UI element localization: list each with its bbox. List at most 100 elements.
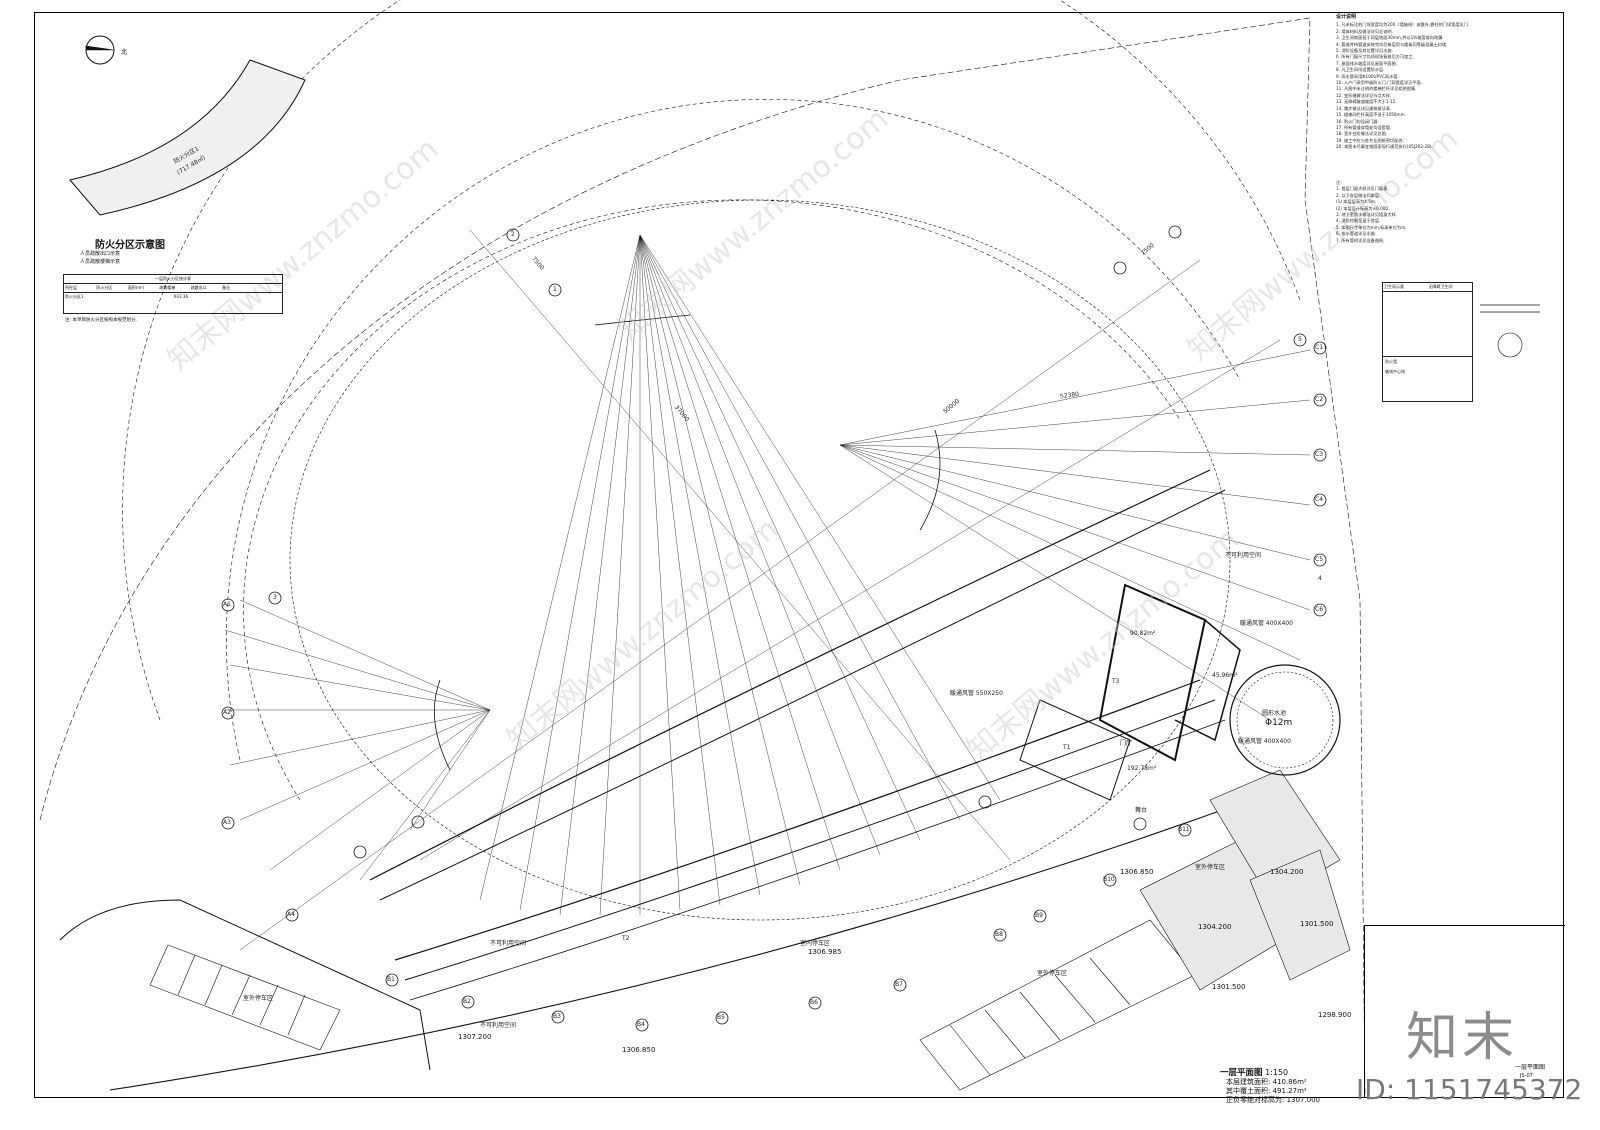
axis-label: C6	[1315, 606, 1324, 613]
note-line: 4. 管道井待管道安装完毕后每层用与楼板同等级混凝土封堵.	[1336, 41, 1448, 47]
axis-label: A2	[223, 709, 231, 716]
note-line: 7. 所有管材详见设备图纸.	[1336, 237, 1385, 243]
note-line: 9. 雨水管采用Φ100UPVC雨水管.	[1336, 73, 1399, 79]
parking-label: 室外停车区	[243, 995, 274, 1002]
room-area: 45.96m²	[1212, 672, 1238, 679]
note-line: 13. 无障碍坡道坡度不大于1:12.	[1336, 99, 1397, 105]
duct-label: 暖通风管 550X250	[950, 690, 1003, 697]
room-tag: T3	[1112, 678, 1120, 685]
note-line: 15. 楼梯间栏杆高度不低于1050mm.	[1336, 112, 1407, 118]
fire-zone-title: 防火分区示意图	[95, 240, 165, 251]
note-line: 17. 所有管道穿墙处均设套管.	[1336, 124, 1392, 130]
indoor-parking-label: 室内停车区	[800, 940, 831, 947]
fire-table-col: 疏散出口	[190, 285, 207, 290]
unusable-space-label: 不可利用空间	[490, 940, 527, 947]
legend-row: 防火墙	[1385, 359, 1397, 364]
axis-label: B2	[463, 998, 471, 1005]
elevation-mark: 1306.850	[622, 1046, 656, 1054]
axis-label: 5	[1298, 336, 1302, 343]
room-tag: T1	[1063, 744, 1071, 751]
fire-table-cell: 防火分区1	[65, 294, 84, 299]
legend-table: 卫生间示意 无障碍卫生间 防火墙 轴线中心线	[1382, 282, 1473, 402]
axis-label: B11	[1178, 826, 1190, 833]
axis-label: B1	[387, 976, 395, 983]
axis-label: B3	[553, 1013, 561, 1020]
hall-label: 门厅	[1120, 740, 1133, 747]
area-line: 正负零绝对标高为: 1307.000	[1226, 1096, 1320, 1104]
elevation-mark: 1301.500	[1300, 920, 1334, 928]
id-watermark: ID: 1151745372	[1356, 1073, 1583, 1106]
note-line: (1) 本层层高为4.5m.	[1336, 199, 1377, 205]
room-tag: T2	[622, 935, 630, 942]
brand-watermark: 知末	[1406, 1008, 1519, 1068]
fire-table-cell: 933.36	[174, 294, 188, 299]
axis-label: B8	[995, 931, 1003, 938]
elevation-mark: 1304.200	[1198, 923, 1232, 931]
note-line: 6. 排水管道详见水施.	[1336, 231, 1377, 237]
room-area: 192.78m²	[1127, 765, 1157, 772]
note-line: 1. 首层门窗大样详见门窗表.	[1336, 186, 1389, 192]
axis-label: B5	[717, 1014, 725, 1021]
note-line: (2) 本层设计标高为±0.000.	[1336, 205, 1390, 211]
legend-row: 轴线中心线	[1385, 369, 1405, 374]
note-line: 7. 屋面排水坡度详见屋面平面图.	[1336, 60, 1398, 66]
note-line: 2. 以下各层做法同本层.	[1336, 192, 1381, 198]
duct-label: 暖通风管 400X400	[1240, 620, 1293, 627]
axis-label: 1	[553, 286, 557, 293]
axis-label: A1	[223, 601, 231, 608]
elevation-mark: 1306.985	[808, 948, 842, 956]
unusable-space-label: 不可利用空间	[1225, 552, 1262, 559]
area-summary: 本层建筑面积: 410.86m² 其中覆土面积: 491.27m² 正负零绝对标…	[1226, 1078, 1320, 1105]
plan-title: 一层平面图 1:150	[1220, 1066, 1288, 1078]
fire-table-col: 所在层	[65, 285, 77, 290]
sheet-label: 一层平面图	[1515, 1064, 1546, 1071]
axis-label: B10	[1103, 876, 1115, 883]
fire-legend-stair: 人员疏散楼梯示意	[80, 259, 121, 265]
plan-scale: 1:150	[1265, 1068, 1289, 1077]
note-line: 12. 变形缝做法详见节点大样.	[1336, 92, 1392, 98]
north-label: 北	[121, 49, 128, 56]
note-line: 4. 消防控制室设于首层.	[1336, 218, 1381, 224]
axis-label: B9	[1035, 912, 1043, 919]
axis-label: 4	[1318, 575, 1322, 582]
note-line: 14. 踏步做法详见建筑做法表.	[1336, 105, 1392, 111]
note-line: 20. 本图未尽事宜按国家现行规范执行(05J202-28).	[1336, 144, 1433, 150]
axis-label: B7	[895, 981, 903, 988]
elevation-mark: 1304.200	[1270, 868, 1304, 876]
elevation-mark: 1307.200	[458, 1033, 492, 1041]
axis-label: B6	[810, 999, 818, 1006]
stage-label: 舞台	[1135, 807, 1148, 814]
floor-notes: 注: 1. 首层门窗大样详见门窗表. 2. 以下各层做法同本层. (1) 本层层…	[1336, 180, 1536, 244]
note-line: 19. 施工中应与各专业图纸密切配合.	[1336, 137, 1404, 143]
notes-heading: 设计说明	[1336, 14, 1357, 20]
axis-label: C2	[1315, 396, 1324, 403]
fire-table-col: 防火分区	[96, 285, 113, 290]
fire-table-note: 注: 本项目防火分区按照本规范划分.	[65, 318, 137, 323]
axis-label: C4	[1315, 496, 1324, 503]
note-line: 5. 消防设备及其位置详见水施.	[1336, 48, 1393, 54]
note-line: 6. 所有门窗尺寸均须现场复核后方可加工.	[1336, 54, 1414, 60]
note-line: 10. 入户门采用甲级防火门,门洞宽度详见平面.	[1336, 80, 1423, 86]
note-line: 18. 室外台阶做法详见总图.	[1336, 131, 1388, 137]
note-line: 5. 本图尺寸单位为mm,标高单位为m.	[1336, 224, 1407, 230]
fire-table-col: 备注	[222, 285, 231, 290]
note-line: 2. 墙体材料及做法详见总说明.	[1336, 28, 1393, 34]
fire-table-col: 疏散楼梯	[159, 285, 176, 290]
parking-label: 室外停车区	[1195, 864, 1226, 871]
fire-table-col: 面积(m²)	[127, 285, 145, 290]
fire-table-title: 一层防火分区统计表	[64, 275, 282, 284]
fire-legend-exit: 人员疏散出口示意	[80, 251, 121, 257]
pool-diameter: Φ12m	[1265, 718, 1293, 728]
area-line: 其中覆土面积: 491.27m²	[1226, 1087, 1307, 1095]
axis-label: B4	[637, 1021, 645, 1028]
elevation-mark: 1298.900	[1318, 1011, 1352, 1019]
notes2-heading: 注:	[1336, 180, 1342, 185]
axis-label: C1	[1315, 344, 1324, 351]
axis-label: A3	[223, 819, 231, 826]
room-area: 90.82m²	[1130, 630, 1156, 637]
elevation-mark: 1301.500	[1212, 983, 1246, 991]
note-line: 3. 地下室防水做法详见墙身大样.	[1336, 212, 1398, 218]
sheet-number: JS-07	[1520, 1073, 1533, 1079]
area-line: 本层建筑面积: 410.86m²	[1226, 1078, 1307, 1086]
